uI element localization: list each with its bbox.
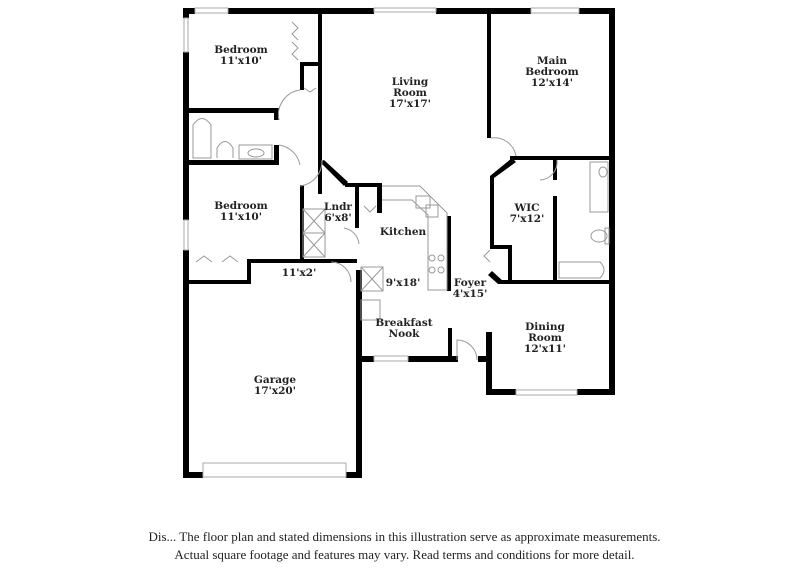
disclaimer: Dis... The floor plan and stated dimensi…: [0, 528, 809, 564]
room-label-living-room: Living Room 17'x17': [389, 77, 431, 110]
room-label-wic: WIC 7'x12': [510, 203, 545, 225]
room-name: Lndr: [324, 201, 352, 213]
room-label-breakfast-nook: Breakfast Nook: [375, 318, 432, 340]
room-name: Bedroom: [214, 200, 268, 212]
room-label-bedroom-1: Bedroom 11'x10': [214, 45, 268, 67]
room-size: 12'x14': [531, 77, 573, 89]
room-size: 12'x11': [524, 343, 566, 355]
disclaimer-line1: Dis... The floor plan and stated dimensi…: [148, 529, 661, 544]
room-label-main-bedroom: Main Bedroom 12'x14': [525, 56, 579, 89]
disclaimer-line2: Actual square footage and features may v…: [174, 547, 635, 562]
room-label-bedroom-2: Bedroom 11'x10': [214, 201, 268, 223]
room-label-hall: 11'x2': [282, 268, 317, 279]
room-label-dining-room: Dining Room 12'x11': [524, 322, 566, 355]
room-label-kitchen-size: 9'x18': [386, 278, 421, 289]
room-name-line1: Breakfast: [375, 317, 433, 329]
room-size: 7'x12': [509, 213, 545, 225]
room-name: Garage: [253, 374, 297, 386]
room-size: 11'x2': [281, 267, 317, 279]
room-size: 9'x18': [385, 277, 421, 289]
windows: [183, 7, 580, 478]
room-label-foyer: Foyer 4'x15': [453, 278, 488, 300]
room-size: 17'x17': [389, 98, 431, 110]
room-name-line1: Living: [391, 76, 429, 88]
exterior-walls: [183, 8, 615, 478]
room-label-kitchen: Kitchen: [380, 227, 426, 238]
room-name: Foyer: [453, 277, 487, 289]
room-name-line2: Room: [393, 87, 427, 99]
room-name: Kitchen: [379, 226, 427, 238]
room-name-line1: Dining: [525, 321, 565, 333]
floor-plan-drawing: [183, 7, 615, 478]
room-size: 11'x10': [220, 55, 262, 67]
room-label-laundry: Lndr 6'x8': [324, 202, 352, 224]
interior-walls: [189, 14, 609, 360]
room-name: WIC: [514, 202, 540, 214]
room-name: Bedroom: [214, 44, 268, 56]
room-label-garage: Garage 17'x20': [254, 375, 296, 397]
room-name-line2: Room: [528, 332, 562, 344]
room-size: 6'x8': [324, 212, 352, 224]
room-size: 17'x20': [254, 385, 296, 397]
room-size: 4'x15': [452, 288, 488, 300]
room-name-line1: Main: [536, 55, 568, 67]
room-name-line2: Bedroom: [525, 66, 579, 78]
room-size: 11'x10': [220, 211, 262, 223]
room-name-line2: Nook: [388, 328, 420, 340]
fixtures: [192, 21, 610, 361]
